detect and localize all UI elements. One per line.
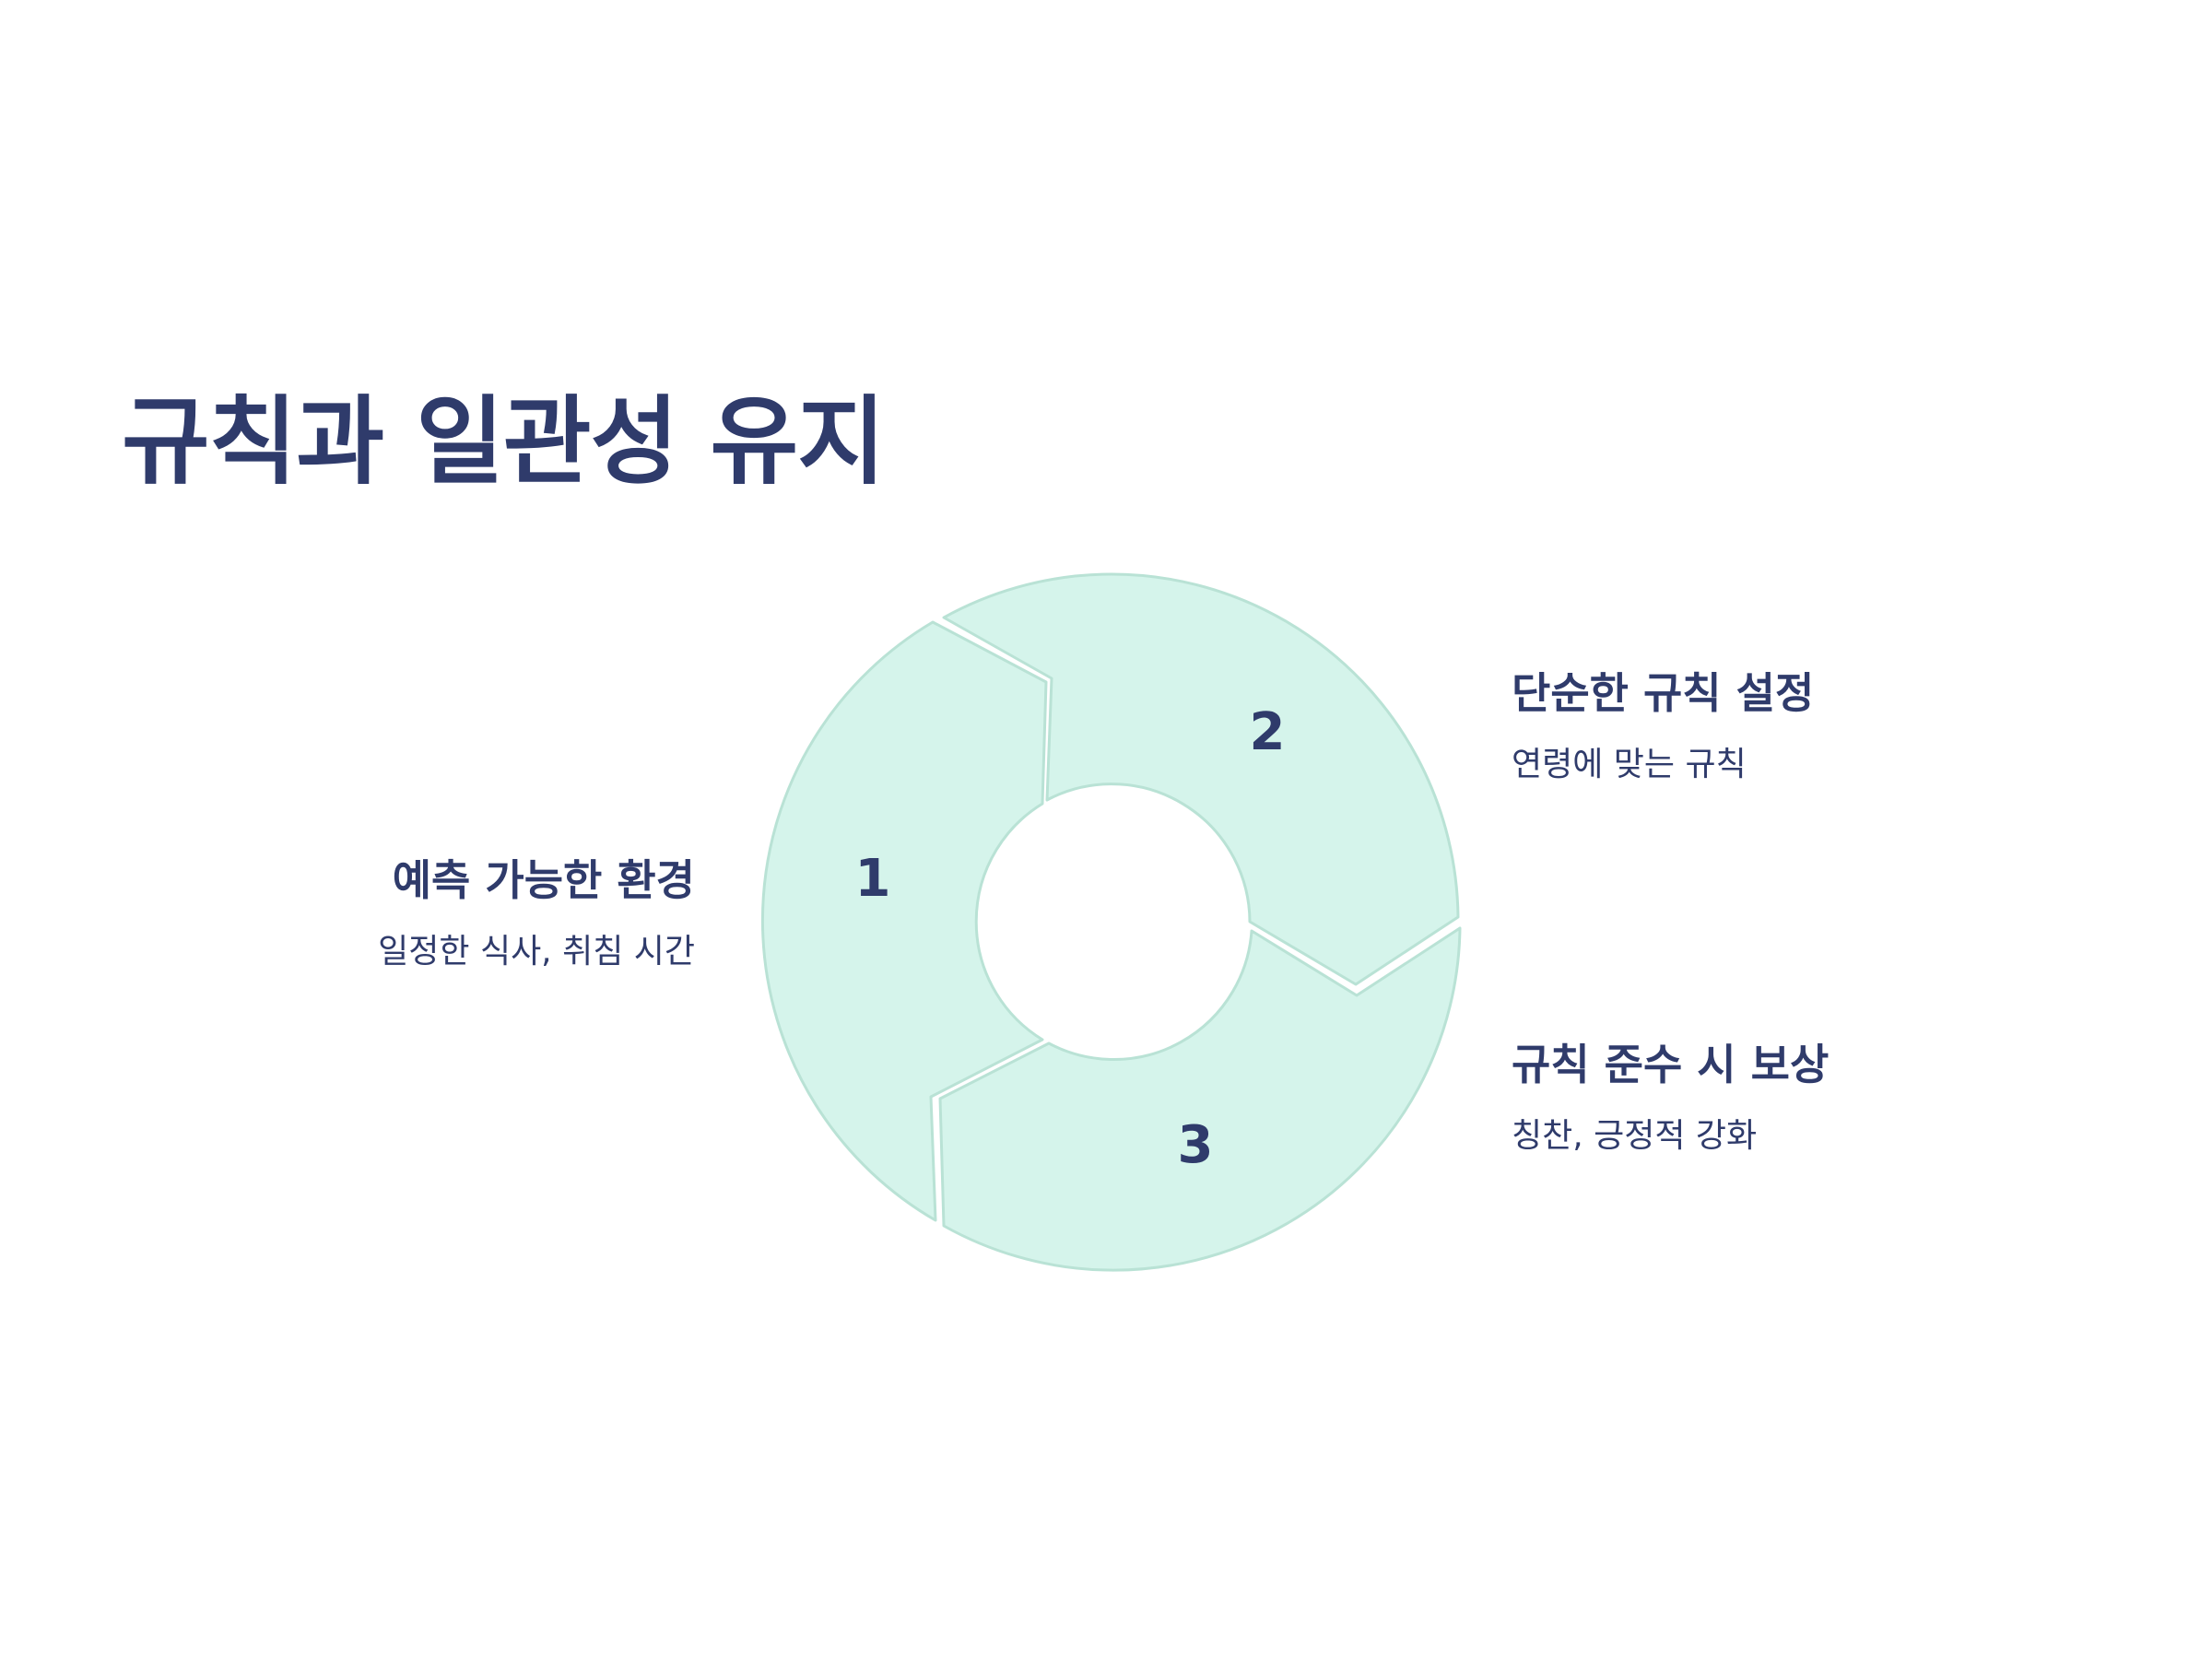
slide-title: 규칙과 일관성 유지: [122, 385, 886, 498]
step-1-title: 예측 가능한 환경: [392, 855, 695, 905]
step-3-title: 규칙 준수 시 보상: [1512, 1040, 1830, 1089]
step-2-label: 단순한 규칙 설정 연령에 맞는 규칙: [1512, 668, 2101, 784]
step-1-description: 일정한 식사, 취침 시간: [378, 933, 695, 971]
step-2-title: 단순한 규칙 설정: [1512, 668, 1815, 718]
step-3-description: 칭찬, 긍정적 강화: [1512, 1117, 1758, 1156]
step-1-number: 1: [855, 849, 891, 909]
cycle-segment-3: [938, 926, 1462, 1272]
cycle-segment-1: [760, 620, 1048, 1222]
step-2-description: 연령에 맞는 규칙: [1512, 746, 1747, 784]
cycle-segment-2: [942, 572, 1460, 986]
step-1-label: 예측 가능한 환경 일정한 식사, 취침 시간: [105, 855, 695, 971]
step-2-number: 2: [1250, 702, 1286, 762]
step-3-label: 규칙 준수 시 보상 칭찬, 긍정적 강화: [1512, 1040, 2101, 1156]
step-3-number: 3: [1178, 1115, 1214, 1175]
